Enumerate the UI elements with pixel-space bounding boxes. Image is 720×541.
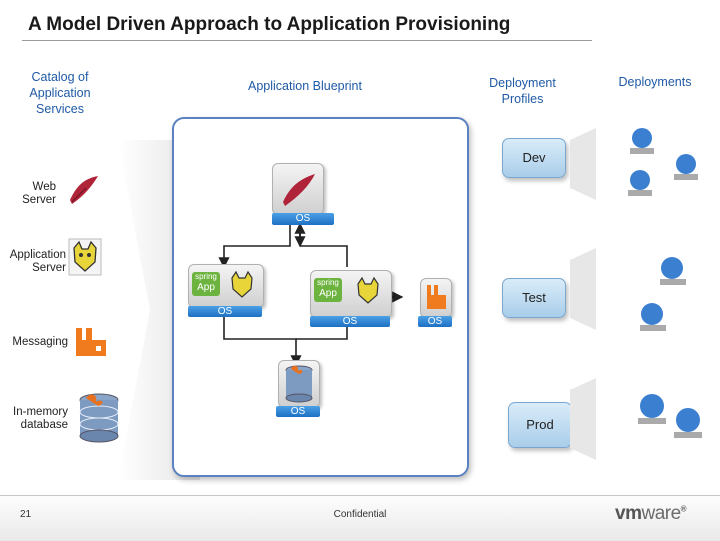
web-vm-os-bar: OS xyxy=(272,213,334,225)
tomcat-icon xyxy=(68,238,102,276)
deployed-nodes-icons xyxy=(628,128,702,438)
footer-bar xyxy=(0,495,720,541)
deployments-header: Deployments xyxy=(618,75,692,89)
app-server-label: Application Server xyxy=(9,249,66,274)
app-vm-right-os-bar: OS xyxy=(310,316,390,327)
rabbitmq-icon xyxy=(427,285,446,309)
database-icon xyxy=(78,392,120,444)
tomcat-icon xyxy=(228,270,256,300)
database-vm-os-bar: OS xyxy=(276,406,320,417)
profile-prod[interactable]: Prod xyxy=(508,402,572,448)
profiles-header: Deployment Profiles xyxy=(489,76,556,106)
spring-app-badge: spring App xyxy=(192,272,220,296)
apache-feather-icon xyxy=(66,172,100,208)
page-title: A Model Driven Approach to Application P… xyxy=(28,14,511,35)
confidential-label: Confidential xyxy=(333,509,387,520)
catalog-header: Catalog of Application Services xyxy=(29,70,91,116)
messaging-vm-os-bar: OS xyxy=(418,316,452,327)
messaging-vm-tile[interactable] xyxy=(420,278,452,318)
profile-test[interactable]: Test xyxy=(502,278,566,318)
spring-app-badge: spring App xyxy=(314,278,342,302)
profile-dev[interactable]: Dev xyxy=(502,138,566,178)
page-number: 21 xyxy=(20,509,32,520)
app-vm-left-os-bar: OS xyxy=(188,306,262,317)
database-icon xyxy=(285,365,313,403)
profile-to-deployment-arrows xyxy=(570,128,596,460)
messaging-label: Messaging xyxy=(12,336,68,348)
inmemory-label: In-memory database xyxy=(13,406,68,431)
apache-feather-icon xyxy=(283,174,315,206)
vmware-logo: vmware® xyxy=(615,503,687,524)
web-server-label: Web Server xyxy=(22,181,56,206)
blueprint-header: Application Blueprint xyxy=(248,79,362,93)
rabbitmq-icon xyxy=(74,326,108,358)
title-divider xyxy=(22,40,592,41)
deployments-area xyxy=(612,118,716,468)
database-vm-tile[interactable] xyxy=(278,360,320,408)
tomcat-icon xyxy=(354,276,382,306)
web-vm-tile[interactable] xyxy=(272,163,324,215)
